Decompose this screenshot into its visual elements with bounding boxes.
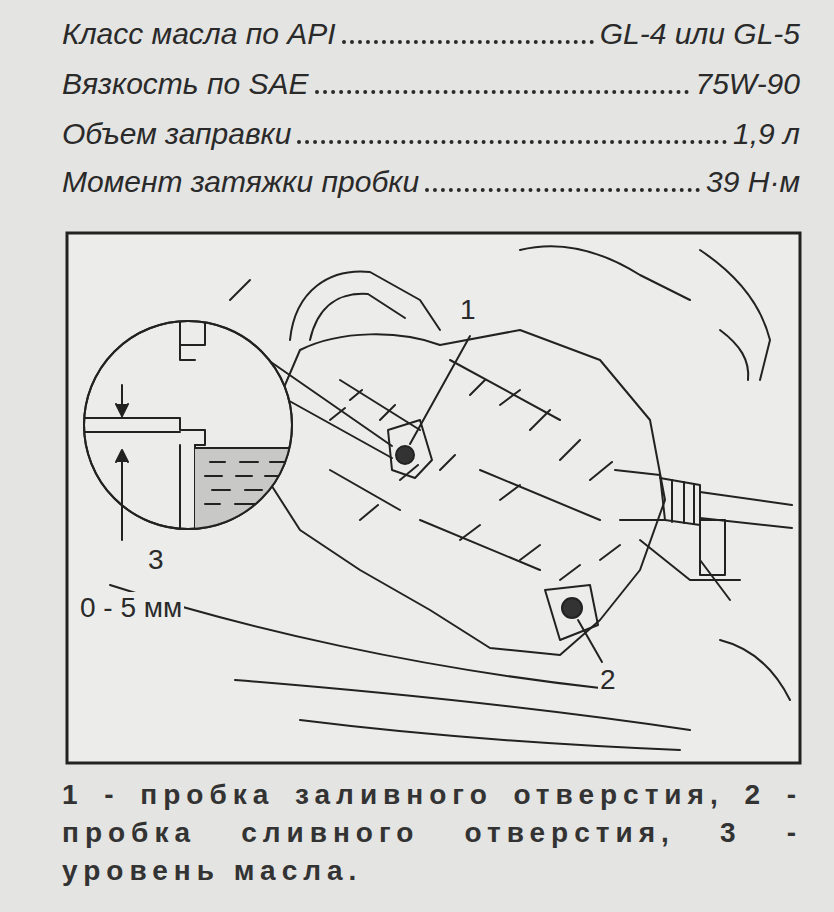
callout-number: 3: [146, 544, 166, 576]
spec-name: Объем заправки: [62, 116, 291, 152]
spec-value: GL-4 или GL-5: [600, 16, 800, 52]
spec-value: 1,9 л: [733, 116, 800, 152]
spec-name: Момент затяжки пробки: [62, 164, 419, 200]
spec-name: Вязкость по SAE: [62, 66, 309, 102]
spec-row: Класс масла по API GL-4 или GL-5: [62, 10, 800, 52]
spec-row: Момент затяжки пробки 39 Н·м: [62, 158, 800, 200]
spec-row: Вязкость по SAE 75W-90: [62, 60, 800, 102]
callout-number: 2: [598, 664, 618, 696]
spec-row: Объем заправки 1,9 л: [62, 110, 800, 152]
spec-value: 75W-90: [695, 66, 800, 102]
leader-dots: [297, 140, 727, 144]
leader-dots: [342, 40, 594, 44]
leader-dots: [425, 188, 700, 192]
spec-value: 39 Н·м: [706, 164, 800, 200]
callout-number: 1: [458, 294, 478, 326]
dimension-label: 0 - 5 мм: [78, 592, 184, 624]
figure-caption: 1 - пробка заливного отверстия, 2 - проб…: [62, 776, 802, 890]
spec-name: Класс масла по API: [62, 16, 336, 52]
leader-dots: [315, 90, 690, 94]
